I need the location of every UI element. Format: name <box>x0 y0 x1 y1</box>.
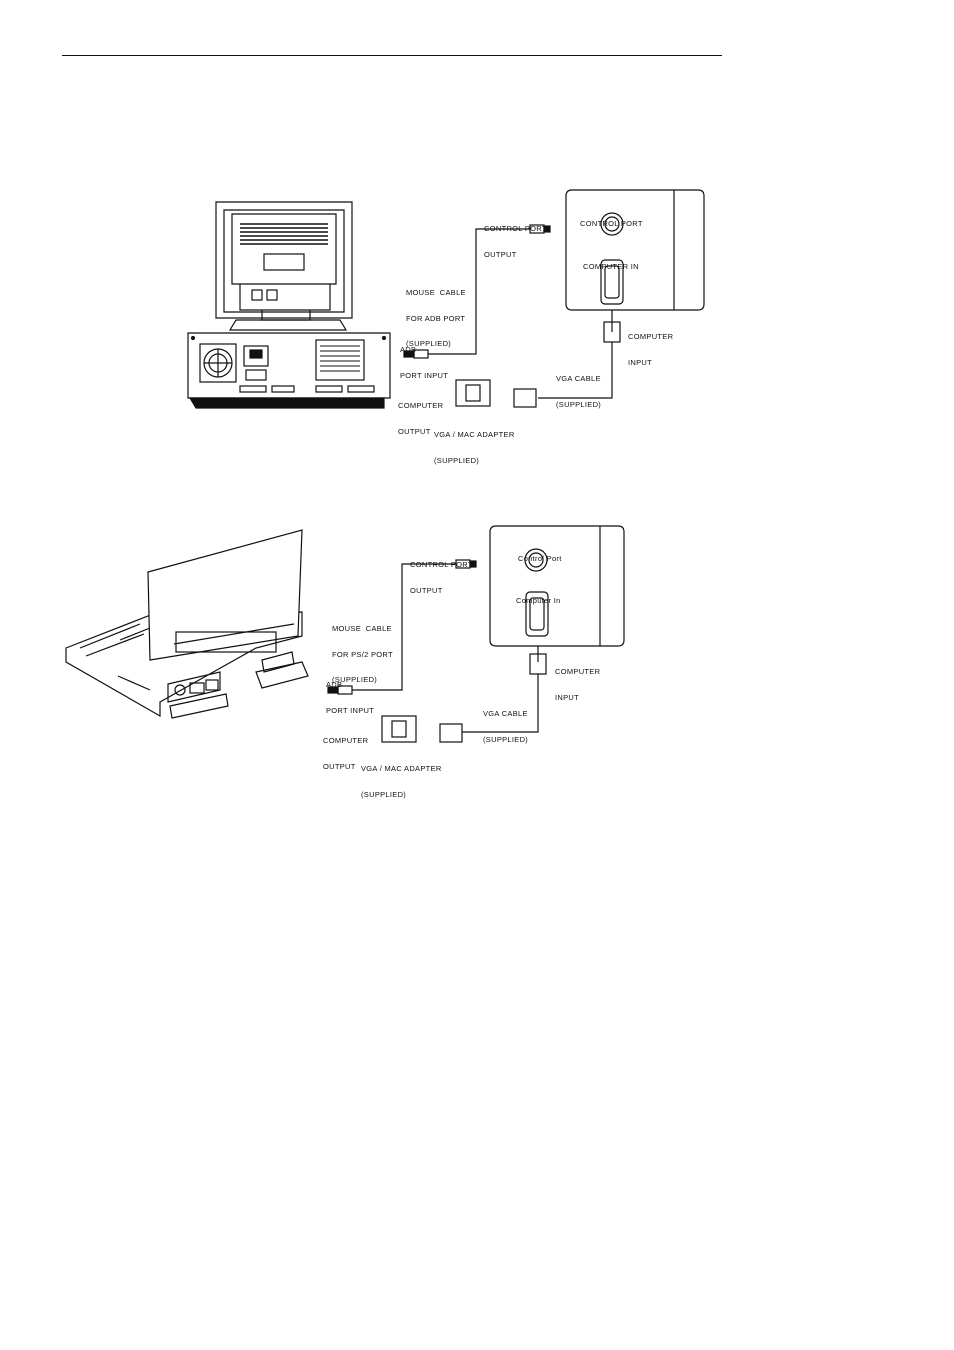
label-vga-cable-2: VGA CABLE (SUPPLIED) <box>483 709 529 744</box>
label-computer-output-2: COMPUTER OUTPUT <box>323 736 369 771</box>
label-adb-port-input: ADB PORT INPUT <box>400 345 449 380</box>
computer-in-port-icon <box>525 591 549 637</box>
computer-in-port-icon <box>600 259 624 305</box>
vga-mac-adapter-icon <box>455 379 491 407</box>
projector-panel-1 <box>565 189 705 311</box>
control-port-icon <box>524 548 548 572</box>
label-control-port-output-2: CONTROL PORT OUTPUT <box>410 560 473 595</box>
cables-2 <box>327 559 547 743</box>
control-port-icon <box>600 212 624 236</box>
label-vga-mac-adapter-2: VGA / MAC ADAPTER (SUPPLIED) <box>361 764 442 799</box>
label-computer-input-2: COMPUTER INPUT <box>555 667 601 702</box>
header-rule <box>62 55 722 56</box>
vga-connector-icon <box>439 723 463 743</box>
label-computer-input: COMPUTER INPUT <box>628 332 674 367</box>
label-computer-output: COMPUTER OUTPUT <box>398 401 444 436</box>
label-mouse-cable: MOUSE CABLE FOR ADB PORT (SUPPLIED) <box>406 288 466 348</box>
desktop-monitor-icon <box>215 201 353 331</box>
desktop-computer-icon <box>187 332 391 409</box>
vga-connector-icon <box>513 388 537 408</box>
label-control-port: CONTROL PORT <box>580 219 643 228</box>
label-computer-in-2: Computer In <box>516 596 561 605</box>
label-control-port-2: Control Port <box>518 554 562 563</box>
projector-panel-2 <box>489 525 625 647</box>
vga-mac-adapter-icon <box>381 715 417 743</box>
label-mouse-cable-2: MOUSE CABLE FOR PS/2 PORT (SUPPLIED) <box>332 624 393 684</box>
label-vga-cable: VGA CABLE (SUPPLIED) <box>556 374 602 409</box>
label-computer-in: COMPUTER IN <box>583 262 639 271</box>
label-adb-port-input-2: ADB PORT INPUT <box>326 680 375 715</box>
label-vga-mac-adapter: VGA / MAC ADAPTER (SUPPLIED) <box>434 430 515 465</box>
laptop-icon <box>65 529 309 719</box>
cables-1 <box>403 224 621 408</box>
label-control-port-output: CONTROL PORT OUTPUT <box>484 224 547 259</box>
